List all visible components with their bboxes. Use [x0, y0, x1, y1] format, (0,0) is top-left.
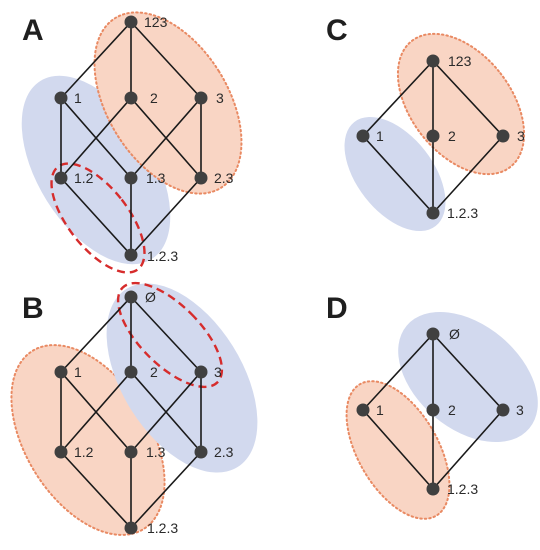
panel-c-nodes: [356, 54, 510, 220]
panel-a-label-1: 1: [74, 90, 82, 106]
panel-b-node-top: [124, 290, 138, 304]
panel-b-node-13: [124, 445, 138, 459]
panel-d-node-top: [426, 327, 440, 341]
panel-d: D Ø 1 2 3 1.2.3: [326, 292, 538, 520]
panel-d-edges: [362, 333, 504, 490]
panel-b: B Ø 1 2 3 1.2 1.3 2.3 1.2.3: [10, 281, 258, 536]
panel-b-label-23: 2.3: [214, 444, 234, 460]
panel-c-label-3: 3: [517, 128, 525, 144]
panel-b-label-top: Ø: [145, 289, 156, 305]
panel-b-edges: [60, 296, 202, 529]
panel-d-nodes: [356, 327, 510, 496]
panel-b-node-1: [54, 365, 68, 379]
panel-b-nodes: [54, 290, 208, 535]
panel-c-label-top: 123: [448, 53, 472, 69]
panel-d-letter: D: [326, 292, 348, 325]
panel-b-letter: B: [22, 292, 44, 325]
panel-b-node-bottom: [124, 521, 138, 535]
panel-c-node-top: [426, 54, 440, 68]
panel-a-label-top: 123: [144, 14, 168, 30]
panel-a-node-3: [194, 91, 208, 105]
panel-c-node-3: [496, 129, 510, 143]
panel-a-selection-outline: [50, 162, 146, 274]
panel-b-label-13: 1.3: [146, 444, 166, 460]
panel-a-node-13: [124, 171, 138, 185]
panel-a-nodes: [54, 15, 208, 262]
panel-b-selection-outline: [116, 281, 224, 389]
panel-b-blue-region: [106, 283, 258, 473]
panel-c-label-1: 1: [376, 128, 384, 144]
panel-a-node-2: [124, 91, 138, 105]
panel-a-edges: [60, 21, 202, 256]
panel-b-node-3: [194, 365, 208, 379]
panel-d-label-bottom: 1.2.3: [447, 481, 478, 497]
panel-c-node-bottom: [426, 206, 440, 220]
panel-c-node-2: [426, 129, 440, 143]
panel-a-letter: A: [22, 14, 44, 47]
panel-c: C 123 1 2 3 1.2.3: [326, 14, 526, 232]
panel-c-edges: [362, 60, 504, 214]
panel-d-label-3: 3: [516, 402, 524, 418]
panel-a-node-12: [54, 171, 68, 185]
panel-a-node-bottom: [124, 248, 138, 262]
panel-a-label-13: 1.3: [146, 170, 166, 186]
panel-b-node-12: [54, 445, 68, 459]
panel-a-node-top: [124, 15, 138, 29]
panel-a-label-12: 1.2: [74, 170, 94, 186]
panel-a-label-3: 3: [216, 90, 224, 106]
panel-d-label-1: 1: [376, 402, 384, 418]
panel-b-label-1: 1: [74, 364, 82, 380]
panel-a-label-2: 2: [150, 90, 158, 106]
panel-c-blue-region: [344, 116, 446, 232]
panel-d-node-3: [496, 403, 510, 417]
panel-a-label-23: 2.3: [214, 170, 234, 186]
panel-b-label-3: 3: [214, 364, 222, 380]
panel-d-label-2: 2: [448, 402, 456, 418]
panel-b-node-2: [124, 365, 138, 379]
panel-a-label-bottom: 1.2.3: [147, 248, 178, 264]
panel-b-node-23: [194, 445, 208, 459]
panel-d-label-top: Ø: [449, 326, 460, 342]
panel-b-label-12: 1.2: [74, 444, 94, 460]
panel-c-node-1: [356, 129, 370, 143]
panel-d-node-1: [356, 403, 370, 417]
panel-c-letter: C: [326, 14, 348, 47]
panel-b-label-bottom: 1.2.3: [147, 520, 178, 536]
panel-c-label-2: 2: [448, 128, 456, 144]
panel-d-node-2: [426, 403, 440, 417]
panel-a-node-23: [194, 171, 208, 185]
panel-a: A 123 1 2 3 1.2 1.3 2.3 1.2.3: [21, 11, 243, 274]
panel-c-label-bottom: 1.2.3: [447, 205, 478, 221]
panel-b-label-2: 2: [150, 364, 158, 380]
panel-a-node-1: [54, 91, 68, 105]
panel-d-node-bottom: [426, 482, 440, 496]
